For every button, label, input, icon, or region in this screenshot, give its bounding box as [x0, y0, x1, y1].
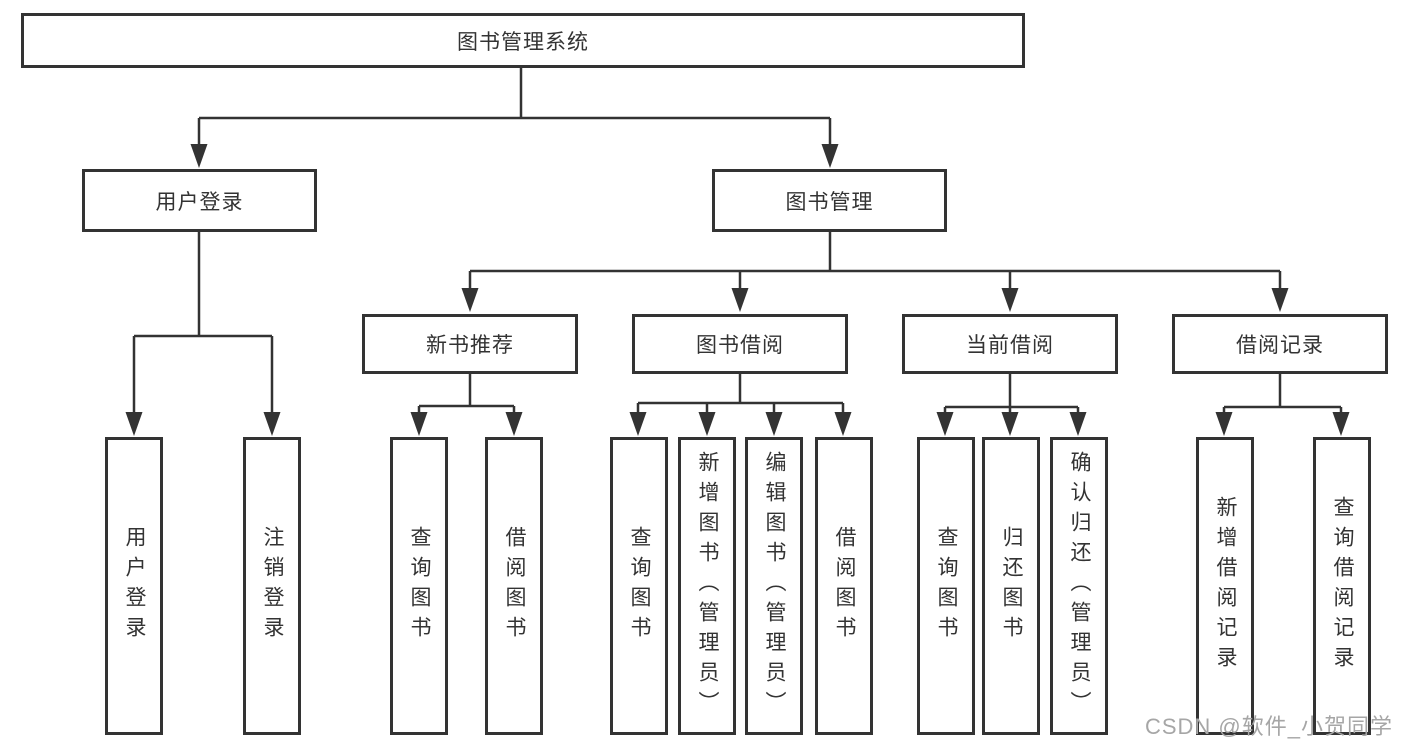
arrow-down-icon: [263, 412, 281, 436]
leaf-logout: 注销登录: [243, 437, 301, 735]
arrow-down-icon: [1069, 412, 1087, 436]
leaf-current-confirm-return-admin: 确认归还（管理员）: [1050, 437, 1108, 735]
arrow-down-icon: [936, 412, 954, 436]
arrow-down-icon: [461, 288, 479, 312]
arrow-down-icon: [765, 412, 783, 436]
node-root: 图书管理系统: [21, 13, 1025, 68]
leaf-recommend-borrow-books: 借阅图书: [485, 437, 543, 735]
arrow-down-icon: [1001, 288, 1019, 312]
leaf-records-query-record: 查询借阅记录: [1313, 437, 1371, 735]
watermark: CSDN @软件_小贺同学: [1144, 714, 1393, 739]
node-user-login: 用户登录: [82, 169, 317, 232]
leaf-borrowing-borrow-books: 借阅图书: [815, 437, 873, 735]
leaf-current-return-books: 归还图书: [982, 437, 1040, 735]
arrow-down-icon: [1001, 412, 1019, 436]
leaf-recommend-query-books: 查询图书: [390, 437, 448, 735]
leaf-records-add-record: 新增借阅记录: [1196, 437, 1254, 735]
arrow-down-icon: [834, 412, 852, 436]
arrow-down-icon: [821, 144, 839, 168]
leaf-borrowing-query-books: 查询图书: [610, 437, 668, 735]
leaf-current-query-books: 查询图书: [917, 437, 975, 735]
node-book-management: 图书管理: [712, 169, 947, 232]
leaf-user-login: 用户登录: [105, 437, 163, 735]
arrow-down-icon: [125, 412, 143, 436]
arrow-down-icon: [190, 144, 208, 168]
node-current-borrowing: 当前借阅: [902, 314, 1118, 374]
arrow-down-icon: [731, 288, 749, 312]
node-book-borrowing: 图书借阅: [632, 314, 848, 374]
arrow-down-icon: [505, 412, 523, 436]
arrow-down-icon: [1215, 412, 1233, 436]
arrow-down-icon: [698, 412, 716, 436]
arrow-down-icon: [1271, 288, 1289, 312]
arrow-down-icon: [410, 412, 428, 436]
leaf-borrowing-edit-books-admin: 编辑图书（管理员）: [745, 437, 803, 735]
node-new-book-recommend: 新书推荐: [362, 314, 578, 374]
arrow-down-icon: [1332, 412, 1350, 436]
node-borrowing-records: 借阅记录: [1172, 314, 1388, 374]
arrow-down-icon: [629, 412, 647, 436]
leaf-borrowing-add-books-admin: 新增图书（管理员）: [678, 437, 736, 735]
